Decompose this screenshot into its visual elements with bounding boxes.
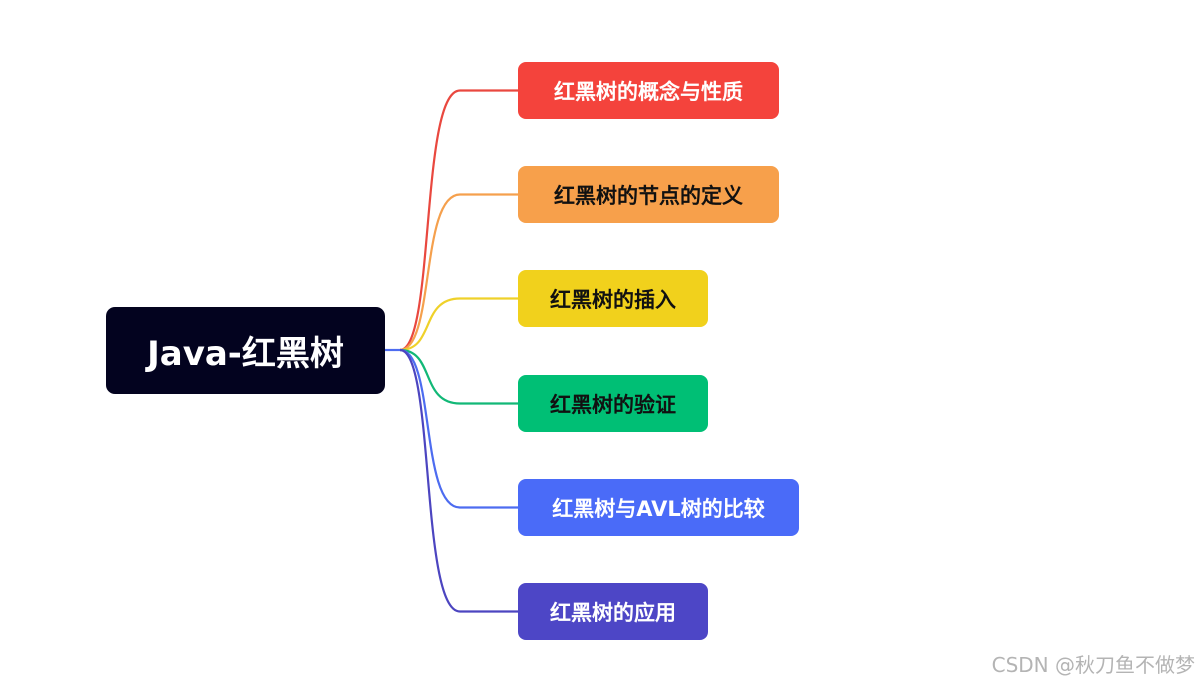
root-node: Java-红黑树 [106, 307, 385, 394]
branch-node-verify: 红黑树的验证 [518, 375, 708, 432]
connector-line-3 [399, 348, 518, 405]
branch-node-concept: 红黑树的概念与性质 [518, 62, 779, 119]
branch-label: 红黑树的节点的定义 [554, 183, 743, 208]
branch-label: 红黑树的验证 [550, 392, 676, 417]
branch-label: 红黑树与AVL树的比较 [552, 496, 765, 521]
watermark: CSDN @秋刀鱼不做梦 [991, 653, 1195, 677]
branch-node-definition: 红黑树的节点的定义 [518, 166, 779, 223]
branch-node-application: 红黑树的应用 [518, 583, 708, 640]
branch-label: 红黑树的概念与性质 [554, 79, 743, 104]
branch-label: 红黑树的插入 [550, 287, 676, 312]
connector-line-0 [399, 89, 518, 352]
branch-node-insert: 红黑树的插入 [518, 270, 708, 327]
branch-node-compare-avl: 红黑树与AVL树的比较 [518, 479, 799, 536]
connector-line-1 [399, 193, 518, 352]
connector-line-2 [399, 297, 518, 352]
branch-label: 红黑树的应用 [550, 600, 676, 625]
connector-line-5 [399, 348, 518, 613]
root-label: Java-红黑树 [147, 334, 344, 374]
connector-line-4 [399, 348, 518, 509]
